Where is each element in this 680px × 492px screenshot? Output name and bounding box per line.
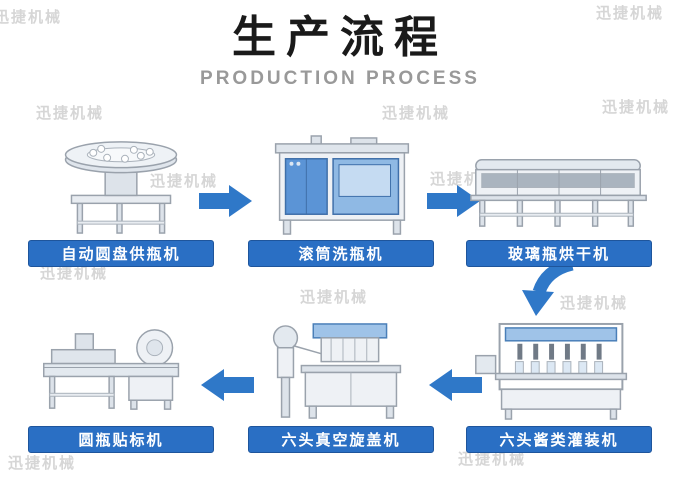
process-step-4: 六头酱类灌装机 <box>466 320 652 453</box>
arrow-right-icon <box>199 184 253 218</box>
arrow-right-icon <box>427 184 481 218</box>
page-subtitle: PRODUCTION PROCESS <box>200 68 480 89</box>
watermark-text: 迅捷机械 <box>150 173 219 190</box>
header: 生产流程 PRODUCTION PROCESS <box>0 12 680 90</box>
step-label-6: 圆瓶贴标机 <box>28 426 214 453</box>
arrow-left-icon <box>428 368 482 402</box>
six-head-sauce-filling-machine-image <box>466 320 652 424</box>
step-label-4: 六头酱类灌装机 <box>466 426 652 453</box>
process-step-5: 六头真空旋盖机 <box>248 320 434 453</box>
watermark-text: 迅捷机械 <box>40 265 109 282</box>
watermark-text: 迅捷机械 <box>560 295 629 312</box>
watermark-text: 迅捷机械 <box>8 455 77 472</box>
glass-bottle-dryer-image <box>466 134 652 238</box>
watermark-text: 迅捷机械 <box>300 289 369 306</box>
drum-bottle-washer-image <box>248 134 434 238</box>
process-step-6: 圆瓶贴标机 <box>28 320 214 453</box>
watermark-text: 迅捷机械 <box>596 5 665 22</box>
step-label-5: 六头真空旋盖机 <box>248 426 434 453</box>
watermark-text: 迅捷机械 <box>36 105 105 122</box>
process-step-2: 滚筒洗瓶机 <box>248 134 434 267</box>
process-step-3: 玻璃瓶烘干机 <box>466 134 652 267</box>
six-head-vacuum-capping-machine-image <box>248 320 434 424</box>
step-label-1: 自动圆盘供瓶机 <box>28 240 214 267</box>
rotary-disc-bottle-feeder-image <box>28 134 214 238</box>
watermark-text: 迅捷机械 <box>0 9 63 26</box>
watermark-text: 迅捷机械 <box>458 451 527 468</box>
page-title: 生产流程 <box>232 13 448 62</box>
round-bottle-labeling-machine-image <box>28 320 214 424</box>
process-step-1: 自动圆盘供瓶机 <box>28 134 214 267</box>
watermark-text: 迅捷机械 <box>602 99 671 116</box>
step-label-2: 滚筒洗瓶机 <box>248 240 434 267</box>
arrow-left-icon <box>200 368 254 402</box>
step-label-3: 玻璃瓶烘干机 <box>466 240 652 267</box>
watermark-text: 迅捷机械 <box>382 105 451 122</box>
